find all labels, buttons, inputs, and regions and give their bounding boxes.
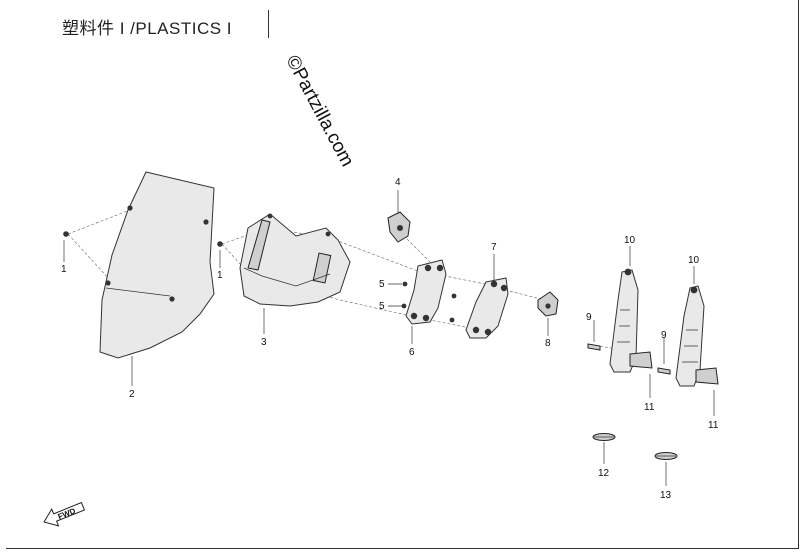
screws-9 [587, 343, 671, 375]
callout-1b: 1 [217, 270, 223, 281]
forward-arrow-label: FWD [57, 506, 77, 521]
windshield-part [99, 171, 215, 359]
inner-cowl-part [239, 213, 351, 307]
leader-lines [63, 190, 715, 486]
title-divider [268, 10, 269, 38]
frame-bottom-rule [6, 548, 798, 549]
callout-11b: 11 [708, 420, 719, 431]
stay-right-part [675, 285, 719, 387]
frame-right-rule [798, 0, 799, 549]
bracket-4-part [387, 211, 411, 243]
callout-8: 8 [545, 338, 551, 349]
callout-1a: 1 [61, 264, 67, 275]
callout-10a: 10 [624, 235, 636, 246]
mount-bracket-7-part [465, 277, 509, 339]
stay-left-part [609, 268, 653, 373]
callout-4: 4 [395, 177, 401, 188]
callout-5a: 5 [379, 279, 385, 290]
callout-9b: 9 [661, 330, 667, 341]
mount-bracket-6-part [405, 259, 447, 325]
fasteners-1 [63, 231, 223, 247]
callout-10b: 10 [688, 255, 700, 266]
callout-13: 13 [660, 490, 672, 501]
callout-7: 7 [491, 242, 497, 253]
bolts-5 [401, 281, 457, 323]
callout-3: 3 [261, 337, 267, 348]
callout-5b: 5 [379, 301, 385, 312]
callout-9a: 9 [586, 312, 592, 323]
callout-11a: 11 [644, 402, 655, 413]
callout-12: 12 [598, 468, 610, 479]
forward-arrow-icon: FWD [43, 501, 86, 527]
callout-6: 6 [409, 347, 415, 358]
diagram-title: 塑料件 I /PLASTICS I [62, 19, 233, 38]
grommet-13-part [654, 452, 678, 460]
callout-2: 2 [129, 389, 135, 400]
grommet-12-part [592, 433, 616, 441]
bracket-8-part [537, 291, 559, 317]
